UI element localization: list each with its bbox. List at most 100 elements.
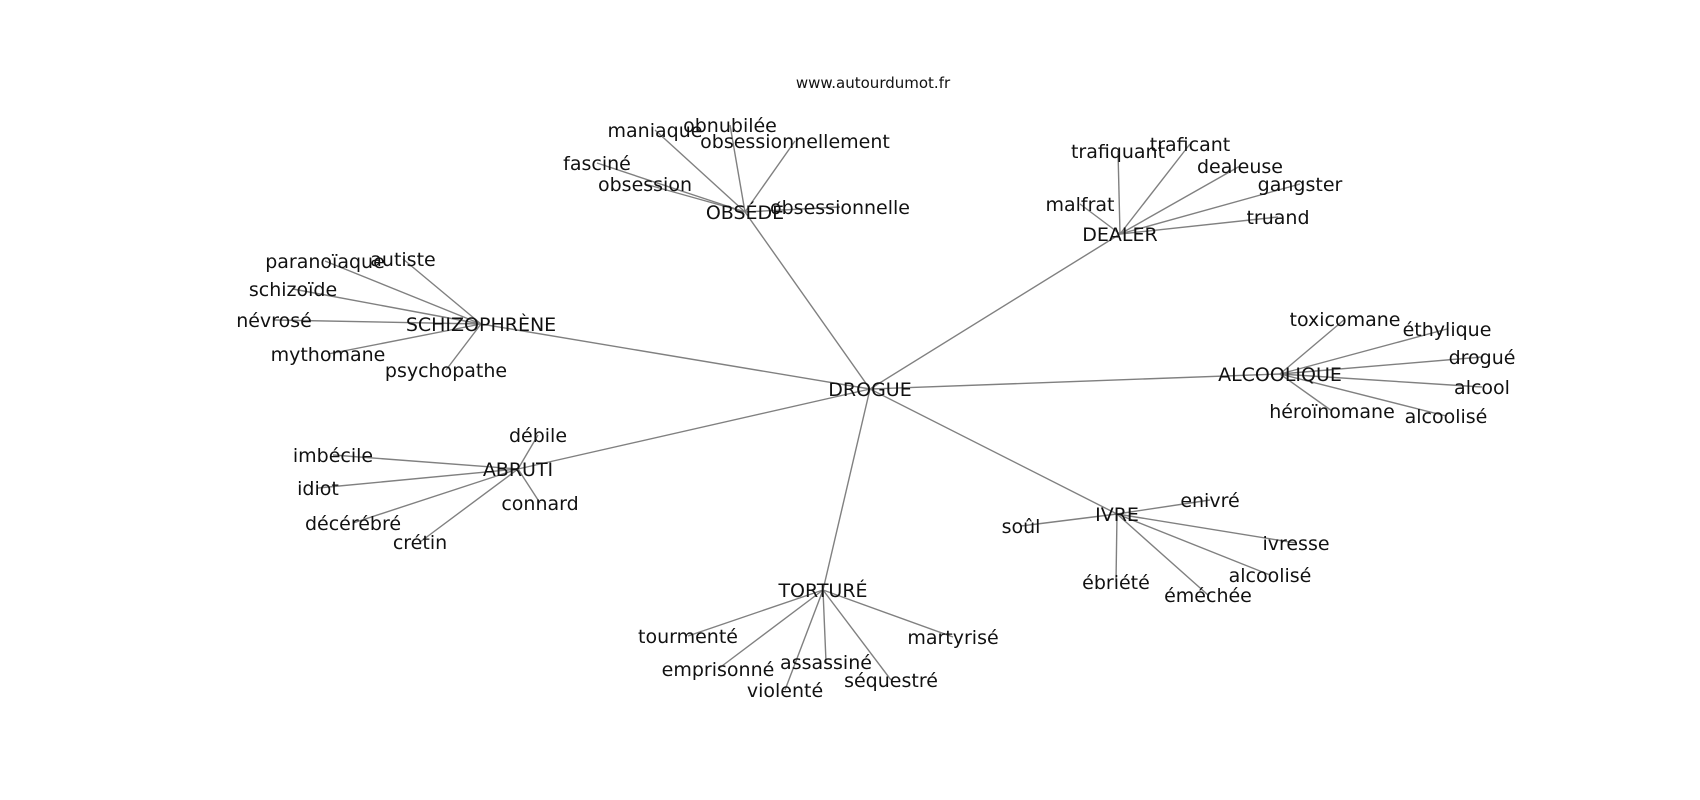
node-hub: ABRUTI	[483, 459, 553, 481]
edge	[822, 589, 954, 638]
edges-layer	[273, 124, 1483, 691]
edge	[517, 388, 871, 470]
edge	[654, 129, 746, 213]
node-leaf: décérébré	[305, 513, 401, 535]
node-leaf: névrosé	[236, 310, 312, 332]
edge	[744, 206, 841, 213]
edge	[744, 140, 796, 213]
edge	[822, 388, 871, 591]
edge	[517, 468, 541, 504]
node-hub: ALCOOLIQUE	[1218, 364, 1342, 386]
edge	[822, 589, 827, 663]
edge	[644, 183, 746, 213]
edge	[445, 323, 482, 371]
node-leaf: schizoïde	[249, 279, 337, 301]
edge	[1115, 513, 1118, 583]
node-leaf: alcoolisé	[1405, 406, 1488, 428]
node-leaf: violenté	[747, 680, 823, 702]
edge	[480, 323, 871, 390]
labels-layer: DROGUEOBSÉDÉmaniaqueobnubiléeobsessionne…	[236, 115, 1515, 702]
node-leaf: paranoïaque	[265, 251, 385, 273]
node-leaf: tourmenté	[638, 626, 738, 648]
node-leaf: toxicomane	[1290, 309, 1401, 331]
node-leaf: idiot	[297, 478, 339, 500]
node-leaf: martyrisé	[907, 627, 998, 649]
edge	[1117, 150, 1121, 235]
node-leaf: obsessionnelle	[770, 197, 910, 219]
edge	[729, 124, 746, 213]
node-leaf: obsession	[598, 174, 692, 196]
node-leaf: éthylique	[1403, 319, 1492, 341]
edge	[1279, 356, 1483, 375]
edge	[1116, 513, 1209, 596]
node-leaf: maniaque	[608, 120, 703, 142]
node-leaf: gangster	[1258, 174, 1343, 196]
node-root: DROGUE	[828, 379, 911, 401]
node-leaf: héroïnomane	[1269, 401, 1395, 423]
edge	[1119, 183, 1301, 235]
edge	[687, 589, 824, 637]
edge	[332, 454, 519, 470]
edge	[324, 260, 482, 325]
node-leaf: ivresse	[1262, 533, 1329, 555]
node-leaf: trafiquant	[1071, 141, 1165, 163]
edge	[1279, 328, 1448, 375]
node-leaf: alcool	[1454, 377, 1510, 399]
edge	[596, 162, 746, 213]
node-leaf: mythomane	[271, 344, 386, 366]
edge	[869, 233, 1121, 390]
node-leaf: assassiné	[780, 652, 872, 674]
node-leaf: autiste	[370, 249, 435, 271]
node-leaf: alcoolisé	[1229, 565, 1312, 587]
edge	[1119, 143, 1191, 235]
node-leaf: emprisonné	[662, 659, 775, 681]
node-leaf: malfrat	[1045, 194, 1114, 216]
node-hub: IVRE	[1095, 504, 1139, 526]
node-leaf: obnubilée	[683, 115, 777, 137]
node-leaf: éméchée	[1164, 585, 1252, 607]
edge	[1020, 513, 1118, 527]
node-leaf: séquestré	[844, 670, 938, 692]
node-hub: SCHIZOPHRÈNE	[406, 313, 556, 336]
node-hub: OBSÉDÉ	[706, 201, 784, 224]
edge	[869, 388, 1118, 515]
node-hub: DEALER	[1082, 224, 1157, 246]
edge	[327, 323, 482, 355]
edge	[869, 373, 1281, 390]
edge	[1279, 373, 1447, 417]
edge	[1116, 499, 1211, 515]
edge	[1279, 373, 1333, 412]
edge	[1116, 513, 1271, 576]
node-leaf: imbécile	[293, 445, 373, 467]
node-leaf: fasciné	[563, 153, 631, 175]
node-leaf: truand	[1246, 207, 1309, 229]
edge	[744, 211, 871, 390]
node-leaf: dealeuse	[1197, 156, 1283, 178]
node-hub: TORTURÉ	[777, 579, 867, 602]
edge	[402, 258, 482, 325]
node-leaf: traficant	[1150, 134, 1230, 156]
edge	[784, 589, 824, 691]
node-leaf: drogué	[1449, 347, 1516, 369]
node-leaf: crétin	[393, 532, 447, 554]
node-leaf: ébriété	[1082, 572, 1150, 594]
edge	[717, 589, 824, 670]
node-leaf: soûl	[1002, 516, 1041, 538]
edge	[317, 468, 519, 489]
node-leaf: obsessionnellement	[700, 131, 890, 153]
edge	[1279, 373, 1483, 388]
node-leaf: psychopathe	[385, 360, 507, 382]
node-leaf: connard	[501, 493, 578, 515]
edge	[822, 589, 892, 681]
edge	[1079, 203, 1121, 235]
edge	[1119, 165, 1241, 235]
edge	[517, 434, 539, 470]
edge	[352, 468, 519, 524]
edge	[1119, 216, 1279, 235]
edge	[273, 319, 482, 325]
source-label: www.autourdumot.fr	[796, 74, 951, 92]
edge	[419, 468, 519, 543]
edge	[1116, 513, 1297, 544]
node-leaf: enivré	[1180, 490, 1239, 512]
